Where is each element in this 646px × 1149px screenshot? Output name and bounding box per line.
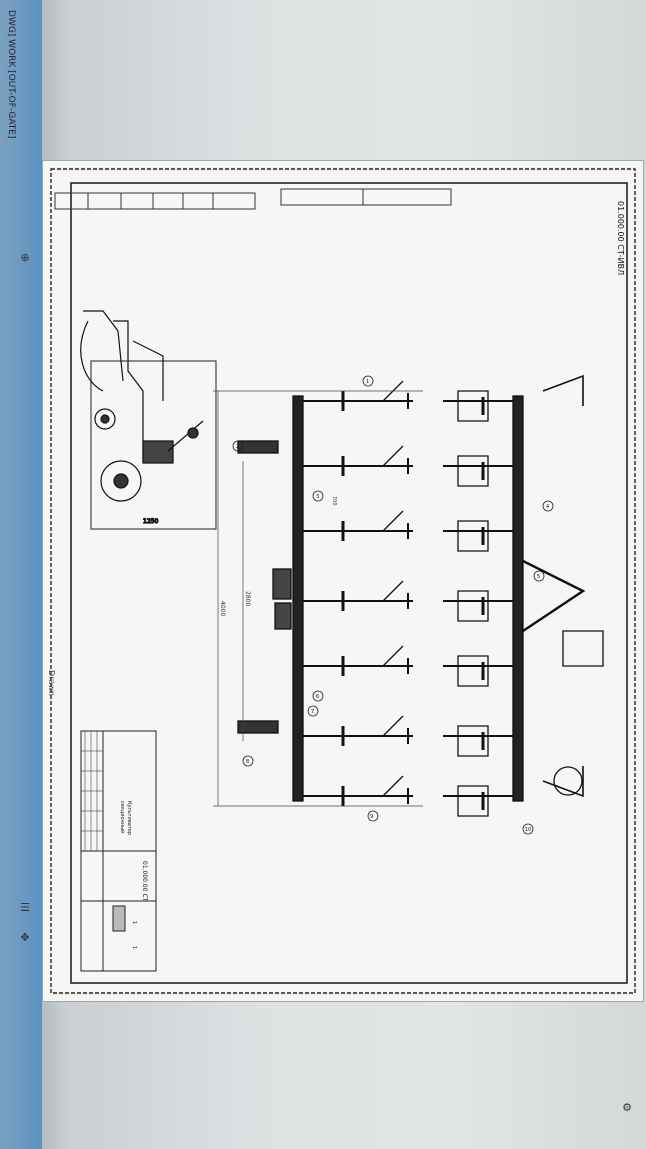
svg-text:8: 8 xyxy=(246,759,249,765)
cad-drawing: 01.000.00 СТ-ИВЛ 1250 xyxy=(50,168,636,994)
tine-row-lower xyxy=(443,390,513,817)
drawing-canvas[interactable]: 01.000.00 СТ-ИВЛ 1250 xyxy=(42,160,644,1002)
dim-inner: 2800 xyxy=(244,591,251,606)
title-doc-code: 01.000.00 СТ xyxy=(141,861,148,902)
svg-text:3: 3 xyxy=(316,494,319,500)
svg-text:1: 1 xyxy=(366,379,369,385)
dimension-lines xyxy=(213,390,423,807)
center-box-1 xyxy=(272,568,292,600)
svg-text:4: 4 xyxy=(546,504,549,510)
svg-text:1250: 1250 xyxy=(143,518,158,525)
zoom-icon[interactable]: ⊕ xyxy=(20,250,30,264)
layer-icon[interactable]: ☰ xyxy=(20,900,30,914)
balloon-callouts xyxy=(232,375,554,835)
pan-icon[interactable]: ✥ xyxy=(20,930,30,944)
sheet-code: 01.000.00 СТ-ИВЛ xyxy=(616,201,625,275)
title-sheet: 1 xyxy=(131,921,137,924)
center-box-2 xyxy=(274,602,292,630)
main-beam-1 xyxy=(292,395,304,802)
balloon-labels: 1 2 3 4 5 6 7 8 9 10 xyxy=(236,379,549,833)
svg-text:2: 2 xyxy=(236,444,239,450)
title-name-2: секционный xyxy=(119,801,126,833)
title-sheets: 1 xyxy=(131,946,137,949)
hitch-frame xyxy=(522,559,586,632)
title-block xyxy=(80,730,157,972)
plan-view xyxy=(237,374,604,817)
svg-text:9: 9 xyxy=(370,814,373,820)
gauge-wheel-left xyxy=(237,440,279,454)
sheet-inner-border xyxy=(70,182,628,984)
svg-text:7: 7 xyxy=(311,709,314,715)
top-stamp xyxy=(54,188,452,210)
dim-overall: 4000 xyxy=(219,601,226,616)
settings-icon[interactable]: ⚙ xyxy=(622,1100,632,1114)
sheet-outer-border xyxy=(50,168,636,994)
svg-text:6: 6 xyxy=(316,694,319,700)
side-view: 1250 xyxy=(80,310,217,530)
svg-text:10: 10 xyxy=(525,827,531,833)
tine-row-upper xyxy=(303,380,413,806)
window-title: DWG] WORK [OUT-OF-GATE] xyxy=(6,10,16,139)
status-drawn: Drawn xyxy=(47,670,56,696)
svg-text:5: 5 xyxy=(537,574,540,580)
main-beam-2 xyxy=(512,395,524,802)
hitch-plate xyxy=(562,630,604,667)
dim-row-spacing: 700 xyxy=(331,496,337,506)
title-name-1: Культиватор xyxy=(126,801,132,835)
gauge-wheel-right xyxy=(237,720,279,734)
